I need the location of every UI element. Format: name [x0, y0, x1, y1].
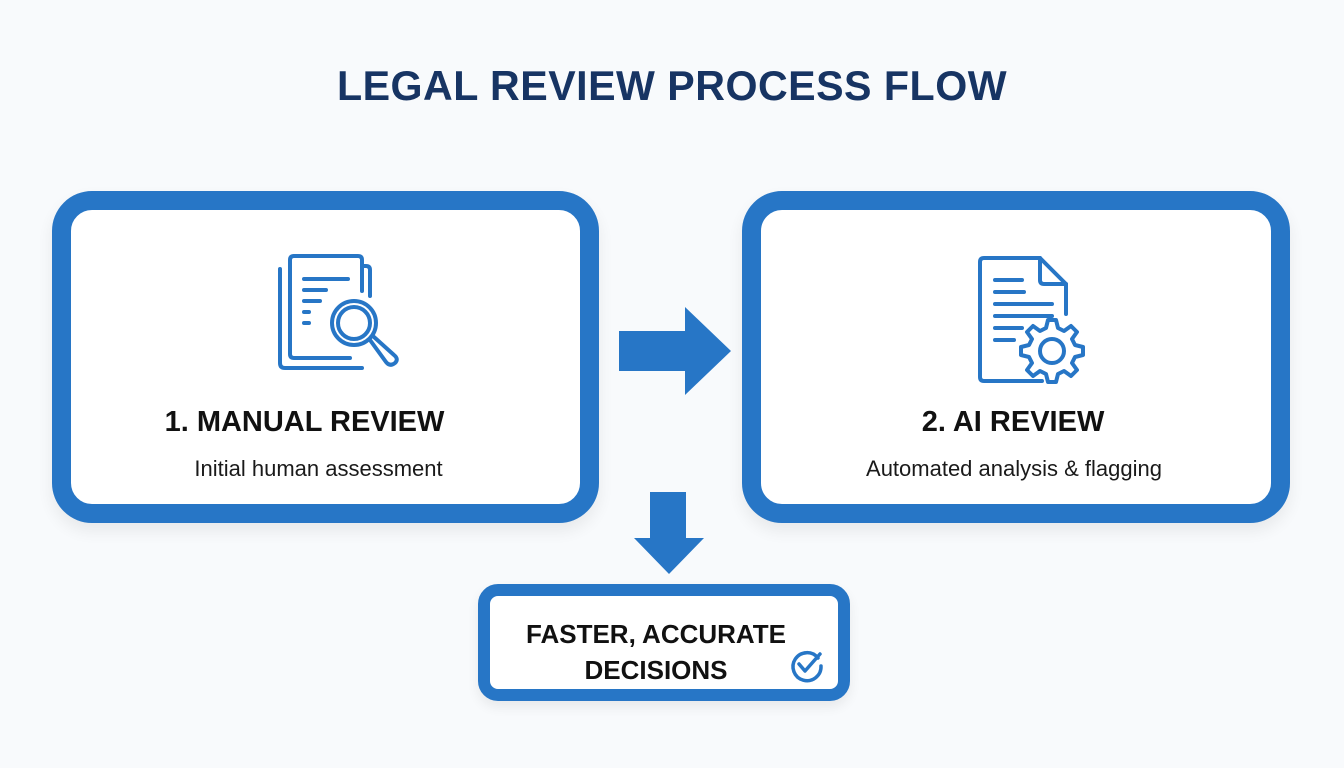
document-search-icon — [278, 254, 399, 370]
arrow-right-icon — [619, 307, 731, 395]
outcome-text: FASTER, ACCURATE DECISIONS — [490, 616, 838, 688]
step-description: Automated analysis & flagging — [866, 456, 1162, 481]
step-description: Initial human assessment — [194, 456, 443, 481]
check-circle-icon — [791, 650, 823, 683]
document-gear-icon — [978, 256, 1085, 384]
step-card-ai-review: 2. AI REVIEW Automated analysis & flaggi… — [742, 191, 1290, 523]
step-heading: 2. AI REVIEW — [921, 406, 1105, 438]
step-card-manual-review: 1. MANUAL REVIEW Initial human assessmen… — [52, 191, 599, 523]
step-heading: 1. MANUAL REVIEW — [164, 406, 445, 438]
diagram-title: LEGAL REVIEW PROCESS FLOW — [336, 62, 1008, 109]
outcome-line-2: DECISIONS — [584, 655, 728, 685]
outcome-box: FASTER, ACCURATE DECISIONS — [478, 584, 850, 701]
outcome-line-1: FASTER, ACCURATE — [526, 619, 786, 649]
arrow-down-icon — [634, 492, 704, 574]
